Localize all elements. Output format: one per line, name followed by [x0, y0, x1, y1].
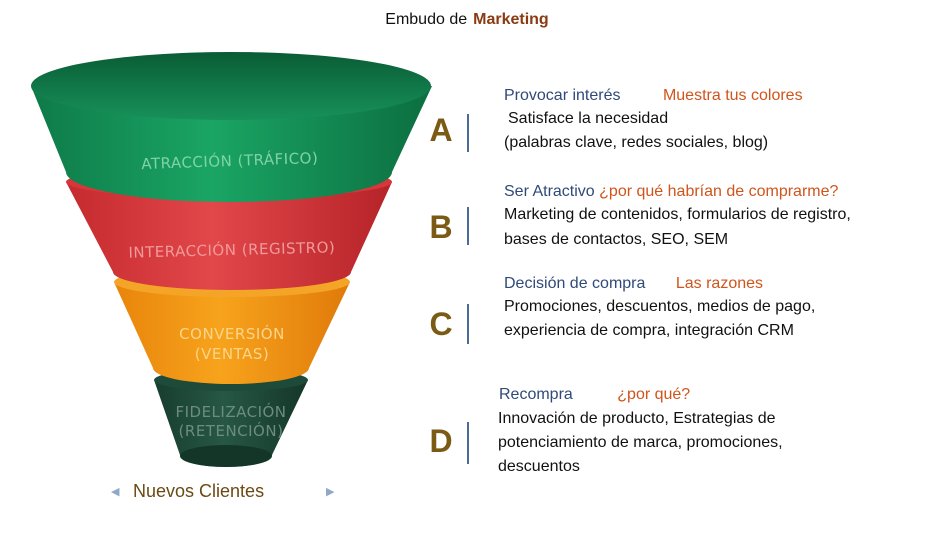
- section-heading: Recompra ¿por qué?: [499, 386, 690, 404]
- layer-label-fidelizacion-2: (RETENCIÓN): [179, 421, 284, 440]
- heading-highlight: ¿por qué habrían de comprarme?: [599, 183, 839, 200]
- heading-text: Decisión de compra: [504, 275, 646, 292]
- section-line: Satisface la necesidad: [508, 110, 669, 127]
- section-heading: Provocar interés Muestra tus colores: [504, 87, 803, 105]
- section-letter: B: [429, 209, 453, 245]
- title-prefix: Embudo de: [385, 11, 468, 28]
- section-divider: [467, 114, 469, 152]
- heading-highlight: ¿por qué?: [617, 386, 691, 403]
- layer-label-fidelizacion-1: FIDELIZACIÓN: [175, 402, 286, 421]
- section-line: Marketing de contenidos, formularios de …: [504, 206, 851, 223]
- diagram-title: Embudo de Marketing: [0, 11, 934, 29]
- bottom-label-group: ◀ Nuevos Clientes ▶: [111, 481, 351, 505]
- section-divider: [467, 422, 469, 464]
- heading-text: Ser Atractivo: [504, 183, 595, 200]
- heading-highlight: Muestra tus colores: [662, 87, 803, 104]
- section-line: bases de contactos, SEO, SEM: [504, 231, 729, 248]
- section-line: experiencia de compra, integración CRM: [504, 322, 794, 339]
- layer-label-conversion-1: CONVERSIÓN: [179, 324, 285, 343]
- section-c: C Decisión de compra Las razones Promoci…: [424, 270, 924, 350]
- section-letter: A: [429, 112, 453, 148]
- section-line: (palabras clave, redes sociales, blog): [504, 134, 769, 151]
- heading-text: Provocar interés: [504, 87, 621, 104]
- layer-label-conversion-2: (VENTAS): [195, 345, 269, 363]
- section-d: D Recompra ¿por qué? Innovación de produ…: [424, 380, 924, 480]
- section-letter: D: [429, 423, 453, 459]
- arrow-left-icon: ◀: [111, 486, 120, 498]
- section-a: A Provocar interés Muestra tus colores S…: [424, 80, 924, 160]
- arrow-right-icon: ▶: [326, 486, 335, 498]
- section-b: B Ser Atractivo ¿por qué habrían de comp…: [424, 180, 924, 260]
- section-heading: Ser Atractivo ¿por qué habrían de compra…: [504, 183, 838, 201]
- section-line: Innovación de producto, Estrategias de: [498, 410, 776, 427]
- section-heading: Decisión de compra Las razones: [504, 275, 763, 293]
- heading-highlight: Las razones: [675, 275, 764, 292]
- title-highlight: Marketing: [473, 11, 549, 28]
- section-line: descuentos: [498, 458, 580, 475]
- section-divider: [467, 304, 469, 344]
- section-line: potenciamiento de marca, promociones,: [498, 434, 783, 451]
- section-line: Promociones, descuentos, medios de pago,: [504, 298, 816, 315]
- section-divider: [467, 207, 469, 245]
- funnel-layer-atraccion: ATRACCIÓN (TRÁFICO): [31, 52, 432, 202]
- section-letter: C: [429, 306, 453, 342]
- new-clients-label: Nuevos Clientes: [133, 481, 265, 501]
- heading-text: Recompra: [499, 386, 573, 403]
